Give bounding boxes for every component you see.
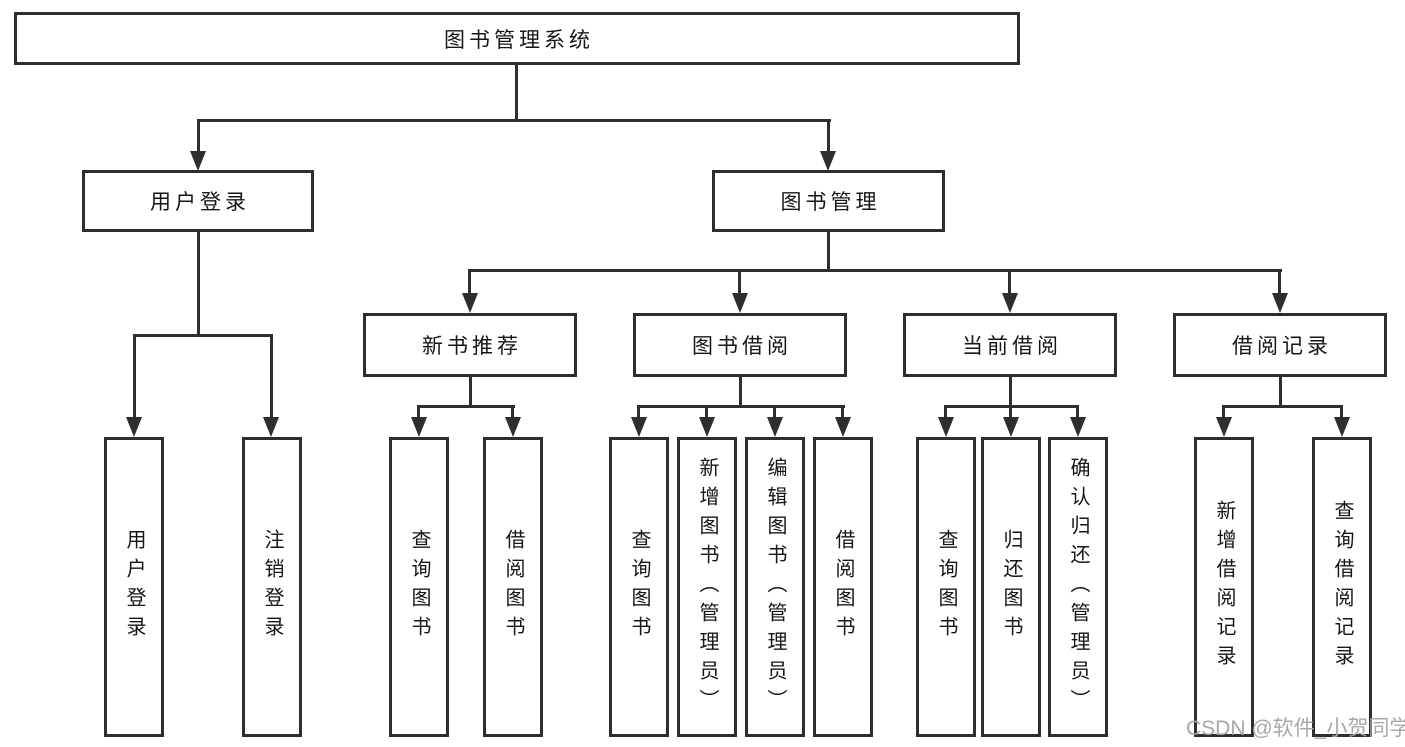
leaf-return-books: 归还图书 xyxy=(981,437,1041,737)
arrow-down-icon xyxy=(631,417,647,437)
arrow-down-icon xyxy=(1003,417,1019,437)
node-book-borrow: 图书借阅 xyxy=(633,313,847,377)
arrow-down-icon xyxy=(263,417,279,437)
leaf-borrow-query-books-label: 查询图书 xyxy=(628,529,650,645)
leaf-recommend-borrow-books: 借阅图书 xyxy=(483,437,543,737)
connector xyxy=(133,334,273,337)
node-user-login: 用户登录 xyxy=(82,170,314,232)
leaf-recommend-borrow-books-label: 借阅图书 xyxy=(502,529,524,645)
connector xyxy=(944,405,947,419)
connector xyxy=(773,405,776,419)
node-borrow-records: 借阅记录 xyxy=(1173,313,1387,377)
connector xyxy=(1222,405,1225,419)
connector xyxy=(417,405,420,419)
arrow-down-icon xyxy=(938,417,954,437)
connector xyxy=(945,405,1079,408)
node-book-management: 图书管理 xyxy=(712,170,945,232)
csdn-watermark: CSDN @软件_小贺同学 xyxy=(1186,717,1405,740)
leaf-logout: 注销登录 xyxy=(242,437,302,737)
connector xyxy=(1009,377,1012,408)
arrow-down-icon xyxy=(126,417,142,437)
leaf-current-query-books-label: 查询图书 xyxy=(935,529,957,645)
connector xyxy=(738,269,741,295)
leaf-confirm-return-admin-label: 确认归还（管理员） xyxy=(1067,456,1089,718)
leaf-query-borrow-record: 查询借阅记录 xyxy=(1312,437,1372,737)
leaf-borrow-books: 借阅图书 xyxy=(813,437,873,737)
arrow-down-icon xyxy=(462,293,478,313)
leaf-user-login-label: 用户登录 xyxy=(123,529,145,645)
arrow-down-icon xyxy=(505,417,521,437)
arrow-down-icon xyxy=(835,417,851,437)
connector xyxy=(739,377,742,408)
leaf-borrow-books-label: 借阅图书 xyxy=(832,529,854,645)
connector xyxy=(197,119,831,122)
leaf-add-borrow-record: 新增借阅记录 xyxy=(1194,437,1254,737)
leaf-return-books-label: 归还图书 xyxy=(1000,529,1022,645)
arrow-down-icon xyxy=(1002,293,1018,313)
connector xyxy=(1279,377,1282,408)
connector xyxy=(1009,405,1012,419)
connector xyxy=(469,377,472,408)
connector xyxy=(469,269,1282,272)
node-user-login-label: 用户登录 xyxy=(150,191,250,214)
leaf-confirm-return-admin: 确认归还（管理员） xyxy=(1048,437,1108,737)
node-borrow-records-label: 借阅记录 xyxy=(1232,335,1332,358)
node-current-borrow: 当前借阅 xyxy=(903,313,1117,377)
arrow-down-icon xyxy=(1216,417,1232,437)
connector xyxy=(515,65,518,122)
arrow-down-icon xyxy=(820,151,836,171)
leaf-add-borrow-record-label: 新增借阅记录 xyxy=(1213,500,1235,674)
arrow-down-icon xyxy=(1334,417,1350,437)
arrow-down-icon xyxy=(190,151,206,171)
arrow-down-icon xyxy=(732,293,748,313)
leaf-add-books-admin: 新增图书（管理员） xyxy=(677,437,737,737)
connector xyxy=(637,405,640,419)
connector xyxy=(638,405,845,408)
connector xyxy=(827,119,830,154)
leaf-edit-books-admin: 编辑图书（管理员） xyxy=(745,437,805,737)
node-root: 图书管理系统 xyxy=(14,12,1020,65)
connector xyxy=(270,334,273,418)
arrow-down-icon xyxy=(767,417,783,437)
leaf-add-books-admin-label: 新增图书（管理员） xyxy=(696,456,718,718)
connector xyxy=(827,232,830,272)
connector xyxy=(841,405,844,419)
node-current-borrow-label: 当前借阅 xyxy=(962,335,1062,358)
node-new-book-recommend: 新书推荐 xyxy=(363,313,577,377)
connector xyxy=(133,334,136,418)
leaf-recommend-query-books: 查询图书 xyxy=(389,437,449,737)
arrow-down-icon xyxy=(1070,417,1086,437)
leaf-user-login: 用户登录 xyxy=(104,437,164,737)
connector xyxy=(418,405,515,408)
connector xyxy=(705,405,708,419)
arrow-down-icon xyxy=(699,417,715,437)
connector xyxy=(197,119,200,154)
connector xyxy=(511,405,514,419)
node-book-management-label: 图书管理 xyxy=(780,191,881,214)
leaf-logout-label: 注销登录 xyxy=(261,529,283,645)
node-book-borrow-label: 图书借阅 xyxy=(692,335,792,358)
leaf-query-borrow-record-label: 查询借阅记录 xyxy=(1331,500,1353,674)
leaf-current-query-books: 查询图书 xyxy=(916,437,976,737)
node-root-label: 图书管理系统 xyxy=(444,28,594,52)
connector xyxy=(1008,269,1011,295)
connector xyxy=(1223,405,1343,408)
connector xyxy=(1340,405,1343,419)
leaf-borrow-query-books: 查询图书 xyxy=(609,437,669,737)
connector xyxy=(468,269,471,295)
arrow-down-icon xyxy=(411,417,427,437)
leaf-edit-books-admin-label: 编辑图书（管理员） xyxy=(764,456,786,718)
connector xyxy=(197,232,200,336)
node-new-book-recommend-label: 新书推荐 xyxy=(422,335,522,358)
leaf-recommend-query-books-label: 查询图书 xyxy=(408,529,430,645)
connector xyxy=(1076,405,1079,419)
arrow-down-icon xyxy=(1272,293,1288,313)
connector xyxy=(1278,269,1281,295)
